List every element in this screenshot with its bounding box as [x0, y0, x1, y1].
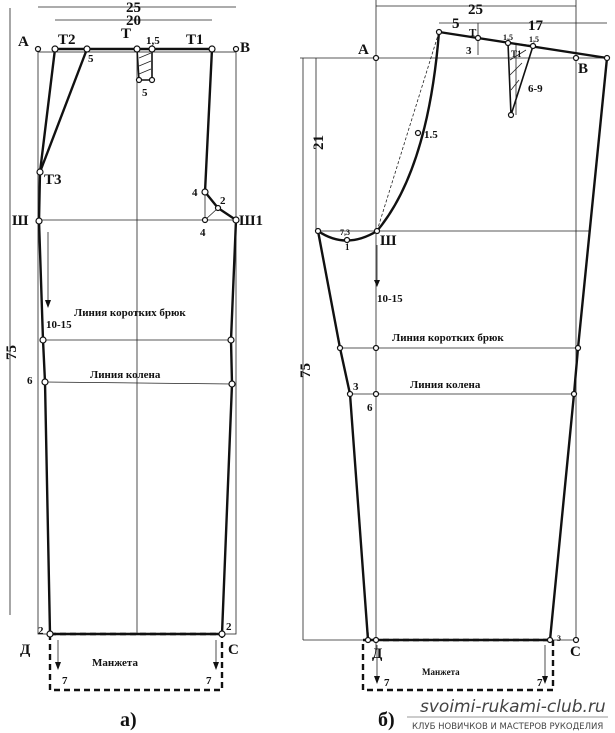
knee-offset-a: 6: [27, 375, 33, 387]
crotch-dip-b: 1: [345, 242, 350, 252]
watermark: svoimi-rukami-club.ru КЛУБ НОВИЧКОВ И МА…: [407, 697, 608, 732]
dart-hatching-a: [138, 52, 152, 75]
dim-5-b: 5: [452, 16, 460, 32]
watermark-site: svoimi-rukami-club.ru: [420, 697, 606, 717]
drop-b: 10-15: [377, 293, 403, 305]
label-C-a: С: [228, 642, 239, 658]
dart-b: [507, 42, 535, 116]
short-line-label-a: Линия коротких брюк: [74, 307, 186, 319]
cuff-label-b: Манжета: [422, 667, 460, 677]
cuff-left-a: 7: [62, 675, 68, 687]
label-A-b: А: [358, 42, 369, 58]
label-T-b: Т: [469, 27, 477, 39]
crotch-ext-b: 7,3: [340, 228, 350, 237]
label-Sh1: Ш1: [239, 213, 263, 229]
front-outline-a: [37, 47, 238, 636]
dart-1-b: 1,5: [503, 33, 513, 42]
knee-left-b: 3: [353, 381, 359, 393]
crotch-4a: 4: [192, 187, 198, 199]
dart-depth-a: 5: [142, 87, 148, 99]
dim-17-b: 17: [528, 18, 544, 34]
label-C-b: С: [570, 644, 581, 660]
caption-a: а): [120, 709, 137, 731]
dim-total-a: 25: [126, 0, 141, 16]
label-D-b: Д: [372, 646, 383, 662]
slant-line-a: [38, 48, 89, 173]
drop-a: 10-15: [46, 319, 72, 331]
watermark-tagline: КЛУБ НОВИЧКОВ И МАСТЕРОВ РУКОДЕЛИЯ: [412, 722, 603, 732]
crotch-4b: 4: [200, 227, 206, 239]
hem-right-a: 2: [226, 621, 232, 633]
dart-2-b: 1,5: [529, 35, 539, 44]
cuff-left-b: 7: [384, 677, 390, 689]
knee-offset-b: 6: [367, 402, 373, 414]
dart-len-b: 6-9: [528, 83, 543, 95]
points-b: [314, 28, 611, 644]
slant-offset-a: 5: [88, 53, 94, 65]
cuff-a: [48, 632, 224, 692]
curve-offset-b: 1.5: [424, 129, 438, 141]
hem-left-a: 2: [38, 625, 44, 637]
cuff-label-a: Манжета: [92, 657, 138, 669]
short-line-label-b: Линия коротких брюк: [392, 332, 504, 344]
dart-T1-b: Т1: [511, 49, 522, 59]
label-Sh: Ш: [12, 213, 29, 229]
hem-right-b: 3: [557, 634, 561, 643]
drawing-a: 25 20 75 А В Т Т1 Т2 Т3 1,5 5 5 Ш Ш1 4 4…: [4, 0, 263, 731]
crotch-2: 2: [220, 195, 226, 207]
label-B-b: В: [578, 61, 588, 77]
knee-line-a: [44, 381, 233, 385]
label-T2: Т2: [58, 32, 76, 48]
dart-offset-a: 1,5: [146, 35, 160, 47]
label-A: А: [18, 34, 29, 50]
caption-b: б): [378, 709, 395, 731]
dim-length-b: 75: [298, 363, 314, 378]
drawing-b: 25 5 17 21 75 А В Т 3 1,5 1,5 Т1 6-9 1.5…: [298, 0, 611, 731]
dim-length-a: 75: [4, 345, 20, 360]
cuff-right-b: 7: [537, 677, 543, 689]
knee-line-label-b: Линия колена: [410, 379, 481, 391]
waist-rise-b: 3: [466, 45, 472, 57]
label-T: Т: [121, 26, 131, 42]
dim-waist-a: 20: [126, 13, 141, 29]
points-a: [34, 45, 240, 638]
label-Sh-b: Ш: [380, 233, 397, 249]
label-D-a: Д: [20, 642, 31, 658]
dim-21-b: 21: [311, 135, 327, 150]
cuff-right-a: 7: [206, 675, 212, 687]
label-T1: Т1: [186, 32, 204, 48]
knee-line-label-a: Линия колена: [90, 369, 161, 381]
dim-total-b: 25: [468, 2, 483, 18]
label-B: В: [240, 40, 250, 56]
label-T3: Т3: [44, 172, 62, 188]
hem-left-b: 1: [366, 631, 370, 640]
cuff-b: [361, 638, 555, 692]
